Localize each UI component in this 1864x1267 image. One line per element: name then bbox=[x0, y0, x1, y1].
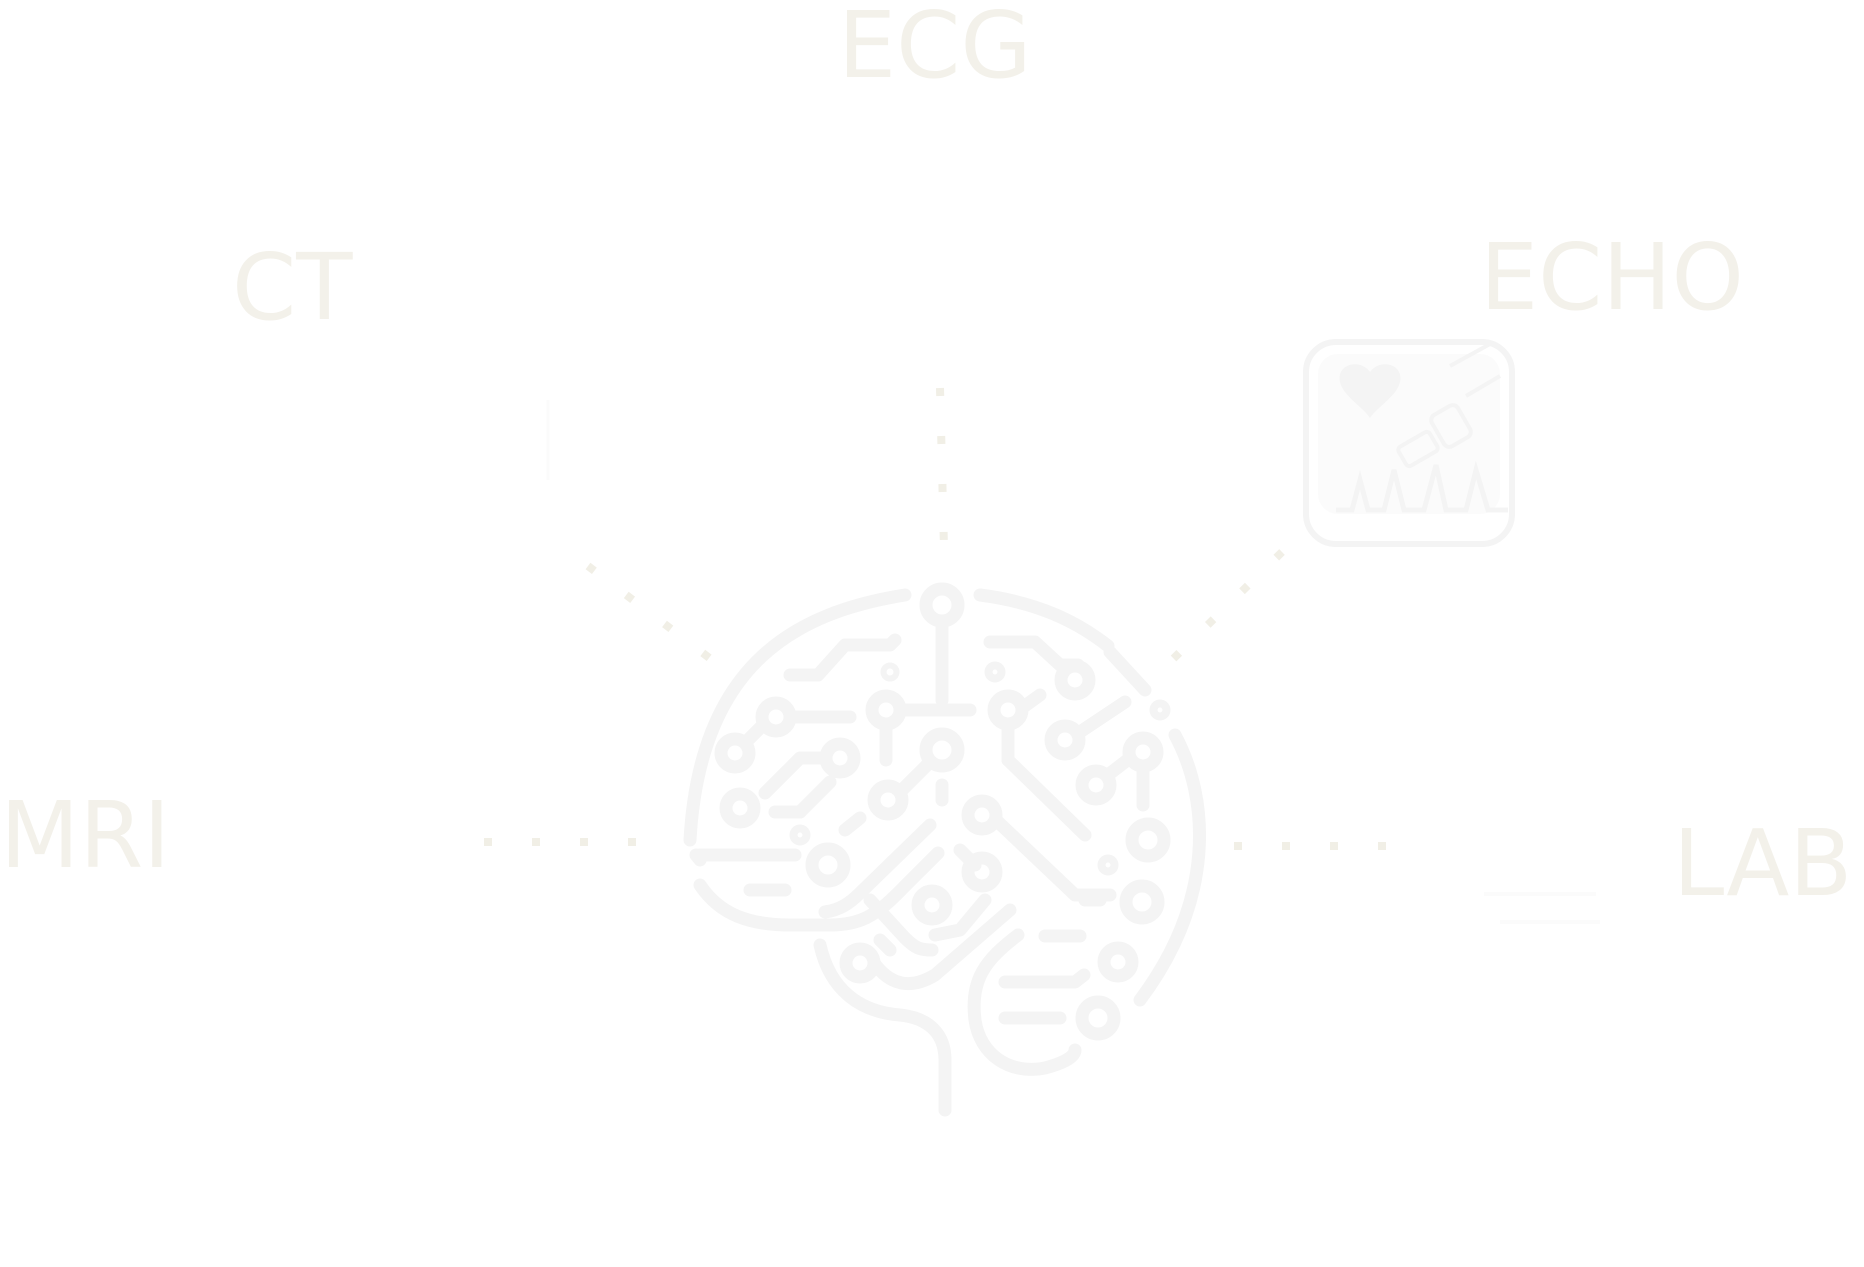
label-ct: CT bbox=[232, 234, 353, 341]
connector-ct bbox=[585, 562, 715, 664]
connector-ecg bbox=[936, 387, 948, 549]
label-ecg: ECG bbox=[838, 0, 1032, 99]
label-echo: ECHO bbox=[1480, 224, 1744, 331]
lab-test-tubes-icon bbox=[1484, 892, 1600, 924]
label-lab: LAB bbox=[1673, 810, 1853, 917]
connector-echo bbox=[1169, 549, 1285, 663]
echocardiogram-monitor-icon bbox=[1303, 339, 1515, 547]
brain-circuit-icon bbox=[683, 582, 1206, 1117]
label-mri: MRI bbox=[0, 782, 171, 889]
